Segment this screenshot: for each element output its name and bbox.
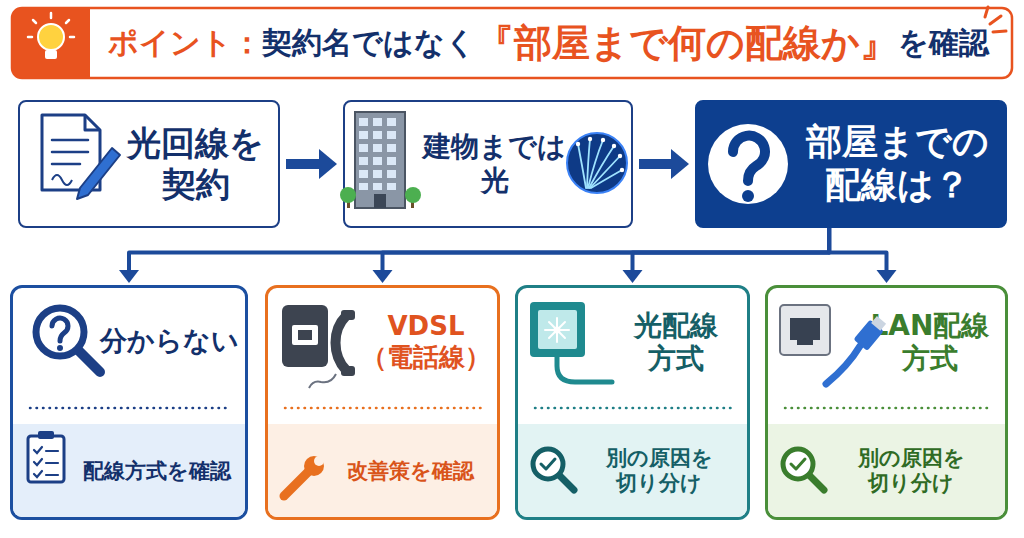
arrow-shaft [639, 159, 672, 169]
text-area: 光配線 方式 [608, 294, 744, 390]
arrow-head [119, 270, 139, 283]
action-band: 配線方式を確認 [13, 424, 245, 517]
title-part: を確認 [898, 23, 989, 64]
arrow-shaft [383, 228, 830, 271]
outcome-card: 光配線 方式別の原因を 切り分け [515, 285, 750, 520]
arrow-head [373, 270, 393, 283]
arrow-shaft [829, 228, 886, 271]
text-area: 配線方式を確認 [72, 428, 242, 514]
lightbulb-icon-part-part [50, 13, 53, 18]
lightbulb-icon-part-part [33, 20, 36, 23]
outcome-card: LAN配線 方式別の原因を 切り分け [765, 285, 1008, 520]
title-text: ポイント：契約名ではなく『部屋まで何の配線か』を確認 [108, 8, 989, 78]
text-area: 建物までは 光 [420, 104, 570, 224]
node-label: 光配線 方式 [608, 309, 744, 375]
title-part: 契約名ではなく [262, 23, 476, 64]
text-area: 部屋までの 配線は？ [795, 104, 1000, 224]
title-banner-part [12, 8, 90, 78]
node-label: 別の原因を 切り分け [584, 446, 734, 496]
title-banner-part [12, 8, 1012, 78]
title-banner [12, 8, 1012, 78]
title-part: 『部屋まで何の配線か』 [476, 18, 898, 69]
arrow-shaft [633, 228, 830, 271]
lightbulb-icon-part-part [28, 36, 32, 39]
arrow-head [623, 270, 643, 283]
accent-rays-part [993, 31, 1006, 32]
lightbulb-icon-part-part [66, 20, 69, 23]
text-area: 別の原因を 切り分け [836, 428, 986, 514]
text-area: 分からない [95, 296, 243, 386]
outcome-card: 分からない配線方式を確認 [10, 285, 248, 520]
text-area: 別の原因を 切り分け [584, 428, 734, 514]
process-box: 光回線を 契約 [18, 100, 280, 228]
arrow-shaft [286, 159, 320, 169]
node-label: 配線方式を確認 [72, 459, 242, 484]
arrow-head [877, 270, 897, 283]
node-label: LAN配線 方式 [856, 309, 1004, 375]
action-band: 別の原因を 切り分け [518, 424, 747, 517]
lightbulb-icon-part-part [70, 36, 74, 39]
accent-rays-part [990, 16, 1001, 24]
action-band: 改善策を確認 [268, 424, 497, 517]
flow-arrow [639, 149, 689, 179]
question-box: 部屋までの 配線は？ [695, 100, 1007, 228]
node-label: 部屋までの 配線は？ [795, 121, 1000, 206]
arrow-head [319, 149, 337, 179]
node-label: 分からない [95, 325, 243, 357]
flow-arrow [286, 149, 337, 179]
text-area: VDSL （電話線） [356, 294, 496, 390]
lightbulb-icon-part [45, 50, 57, 59]
lightbulb-icon-part [38, 24, 64, 50]
lightbulb-icon-part [28, 13, 74, 37]
flow-arrow [829, 228, 896, 283]
accent-rays-part [985, 7, 988, 17]
lightbulb-icon [28, 13, 74, 59]
outcome-card: VDSL （電話線） 改善策を確認 [265, 285, 500, 520]
node-label: 別の原因を 切り分け [836, 446, 986, 496]
node-label: VDSL （電話線） [356, 311, 496, 372]
node-label: 建物までは 光 [420, 130, 570, 196]
arrow-shaft [129, 228, 829, 271]
text-area: 光回線を 契約 [116, 104, 276, 224]
flow-arrow [623, 228, 830, 283]
node-label: 光回線を 契約 [116, 123, 276, 203]
flow-arrow [373, 228, 830, 283]
process-box: 建物までは 光 [343, 100, 633, 228]
text-area: 改善策を確認 [328, 428, 493, 514]
action-band: 別の原因を 切り分け [768, 424, 1005, 517]
title-part: ポイント： [108, 23, 262, 64]
arrow-head [671, 149, 689, 179]
node-label: 改善策を確認 [328, 459, 493, 484]
text-area: LAN配線 方式 [856, 294, 1004, 390]
flow-arrow [119, 228, 829, 283]
